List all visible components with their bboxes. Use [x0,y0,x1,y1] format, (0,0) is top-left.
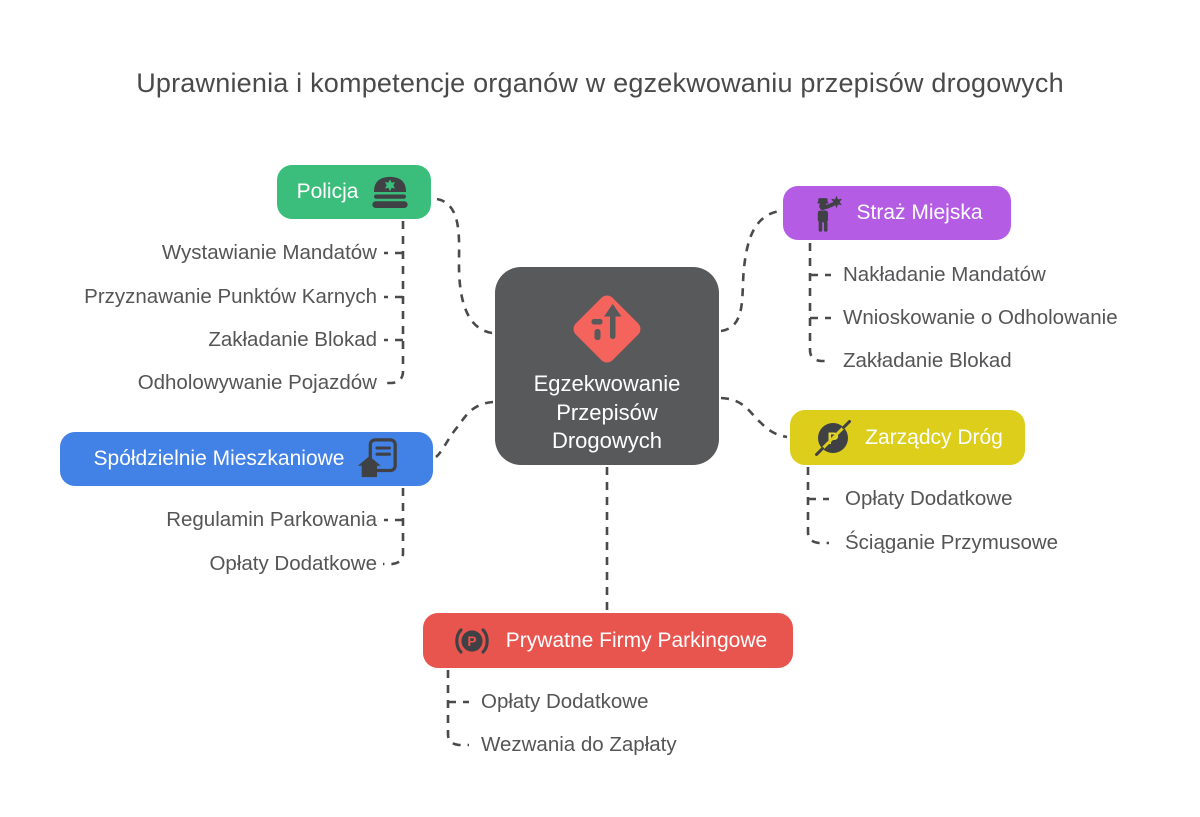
branchline-policja [383,221,405,385]
branchline-zarzadcy [806,467,829,545]
no-parking-icon: P [815,419,852,456]
branch-item: Opłaty Dodatkowe [845,487,1013,510]
branch-item: Odholowywanie Pojazdów [137,371,377,394]
branch-node-label: Prywatne Firmy Parkingowe [505,628,768,652]
branch-item: Wystawianie Mandatów [161,241,377,264]
branchline-spoldzielnie [383,488,405,566]
branch-node-spoldzielnie: Spółdzielnie Mieszkaniowe [60,432,433,486]
police-cap-icon [372,176,409,208]
center-node-egzekwowanie: Egzekwowanie Przepisów Drogowych [495,267,719,465]
center-node-label: Egzekwowanie Przepisów Drogowych [533,371,681,454]
branch-node-prywatne-firmy: P Prywatne Firmy Parkingowe [423,613,793,668]
branch-item: Nakładanie Mandatów [843,263,1046,286]
branch-item: Zakładanie Blokad [843,349,1012,372]
branchline-prywatne [446,670,469,747]
city-guard-officer-icon [817,195,843,232]
branch-item: Przyznawanie Punktów Karnych [84,285,377,308]
svg-text:P: P [467,634,476,649]
diagram-title: Uprawnienia i kompetencje organów w egze… [136,68,1064,98]
branch-node-label: Spółdzielnie Mieszkaniowe [93,447,345,470]
branchline-straz [808,243,831,363]
connector-center-straz [720,209,781,333]
branch-node-label: Zarządcy Dróg [865,425,1003,449]
connector-center-spoldzielnie [435,400,494,458]
branch-node-policja: Policja [277,165,431,219]
connector-center-zarzadcy [720,396,788,439]
parking-sensor-icon: P [455,627,489,654]
branch-node-label: Straż Miejska [856,201,983,224]
branch-item: Zakładanie Blokad [208,328,377,351]
branch-node-zarzadcy-drog: P Zarządcy Dróg [790,410,1025,465]
road-merge-sign-icon [573,295,641,363]
branch-item: Opłaty Dodatkowe [481,690,649,713]
branch-item: Opłaty Dodatkowe [209,552,377,575]
branch-node-straz-miejska: Straż Miejska [783,186,1011,240]
branch-item: Wnioskowanie o Odholowanie [843,306,1118,329]
branch-item: Wezwania do Zapłaty [481,733,677,756]
connector-center-policja [436,197,493,335]
branch-item: Regulamin Parkowania [166,508,377,531]
branch-node-label: Policja [296,180,359,203]
housing-document-icon [358,438,398,478]
branch-item: Ściąganie Przymusowe [845,531,1059,554]
